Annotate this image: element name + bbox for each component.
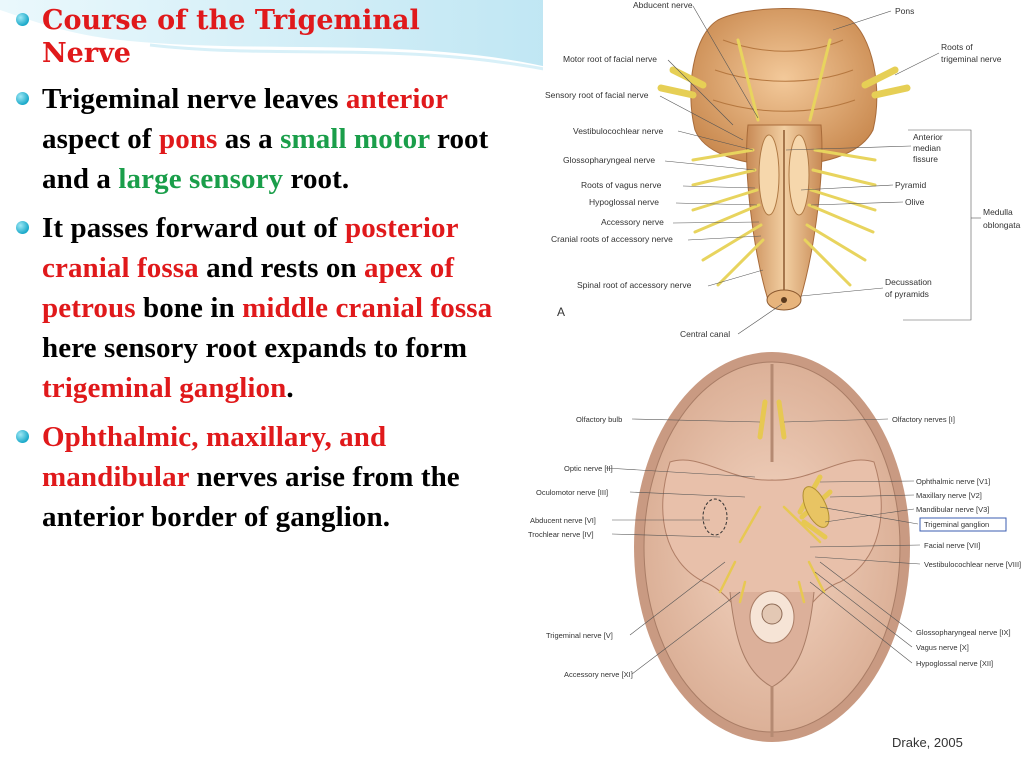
panel-letter: A — [557, 305, 565, 319]
label-accessory-nerve-xi: Accessory nerve [XI] — [564, 670, 633, 679]
bullet-branches: Ophthalmic, maxillary, and mandibular ne… — [14, 417, 514, 537]
figure-credit: Drake, 2005 — [892, 735, 963, 750]
label-central-canal: Central canal — [680, 329, 730, 339]
highlight-large-sensory: large sensory — [118, 163, 284, 195]
highlight-trigeminal-ganglion: trigeminal ganglion — [42, 372, 287, 404]
brainstem-figure: Abducent nerve Motor root of facial nerv… — [543, 0, 1024, 342]
text-run: It passes forward out of — [42, 212, 345, 244]
label-roots-trigeminal-2: trigeminal nerve — [941, 54, 1002, 64]
label-motor-root-facial: Motor root of facial nerve — [563, 54, 657, 64]
brainstem-illustration: Abducent nerve Motor root of facial nerv… — [545, 0, 1021, 339]
label-oculomotor-nerve: Oculomotor nerve [III] — [536, 488, 608, 497]
label-vagus-nerve: Vagus nerve [X] — [916, 643, 969, 652]
text-run: root. — [283, 163, 350, 195]
label-cranial-roots-accessory: Cranial roots of accessory nerve — [551, 234, 673, 244]
label-accessory: Accessory nerve — [601, 217, 664, 227]
label-pyramid: Pyramid — [895, 180, 926, 190]
label-anterior-median-2: median — [913, 143, 941, 153]
label-trigeminal-ganglion: Trigeminal ganglion — [924, 520, 989, 529]
text-run: root and a — [42, 123, 489, 195]
label-spinal-root-accessory: Spinal root of accessory nerve — [577, 280, 692, 290]
label-glossopharyngeal: Glossopharyngeal nerve — [563, 155, 655, 165]
label-optic-nerve: Optic nerve [II] — [564, 464, 613, 473]
label-anterior-median-3: fissure — [913, 154, 938, 164]
label-roots-vagus: Roots of vagus nerve — [581, 180, 662, 190]
label-sensory-root-facial: Sensory root of facial nerve — [545, 90, 649, 100]
label-vestibulocochlear: Vestibulocochlear nerve — [573, 126, 664, 136]
label-abducent-nerve-vi: Abducent nerve [VI] — [530, 516, 596, 525]
label-roots-trigeminal-1: Roots of — [941, 42, 973, 52]
cranial-base-illustration: Olfactory bulb Optic nerve [II] Oculomot… — [528, 352, 1021, 750]
text-run: nerves arise from the anterior border of… — [42, 461, 460, 533]
label-maxillary-nerve: Maxillary nerve [V2] — [916, 491, 982, 500]
slide-text-column: Course of the Trigeminal Nerve Trigemina… — [14, 4, 514, 537]
label-decussation-2: of pyramids — [885, 289, 929, 299]
highlight-pons: pons — [158, 123, 218, 155]
label-olfactory-bulb: Olfactory bulb — [576, 415, 622, 424]
label-vestibulocochlear-nerve: Vestibulocochlear nerve [VIII] — [924, 560, 1021, 569]
label-trigeminal-nerve: Trigeminal nerve [V] — [546, 631, 613, 640]
highlight-middle-cranial-fossa: middle cranial fossa — [242, 292, 493, 324]
cranial-base-figure: Olfactory bulb Optic nerve [II] Oculomot… — [520, 342, 1024, 768]
text-run: bone in — [135, 292, 243, 324]
label-pons: Pons — [895, 6, 914, 16]
label-medulla-2: oblongata — [983, 220, 1021, 230]
highlight-small-motor: small motor — [280, 123, 430, 155]
highlight-anterior: anterior — [345, 83, 448, 115]
label-abducent-nerve: Abducent nerve — [633, 0, 693, 10]
trigeminal-ganglion-highlight-box — [919, 517, 1007, 532]
label-trochlear-nerve: Trochlear nerve [IV] — [528, 530, 594, 539]
text-run: here sensory root expands to form — [42, 332, 468, 364]
text-run: aspect of — [42, 123, 159, 155]
label-olfactory-nerves: Olfactory nerves [I] — [892, 415, 955, 424]
highlight-apex-of-petrous: apex of petrous — [42, 252, 455, 324]
highlight-branches: Ophthalmic, maxillary, and mandibular — [42, 421, 387, 493]
label-facial-nerve: Facial nerve [VII] — [924, 541, 980, 550]
text-run: Trigeminal nerve leaves — [42, 83, 346, 115]
label-mandibular-nerve: Mandibular nerve [V3] — [916, 505, 989, 514]
text-run: and rests on — [198, 252, 364, 284]
bullet-passes-forward: It passes forward out of posterior crani… — [14, 208, 514, 408]
highlight-posterior-cranial-fossa: posterior cranial fossa — [42, 212, 459, 284]
header-swoosh-decoration — [0, 0, 560, 74]
label-glossopharyngeal-nerve: Glossopharyngeal nerve [IX] — [916, 628, 1011, 637]
label-anterior-median-1: Anterior — [913, 132, 943, 142]
label-hypoglossal: Hypoglossal nerve — [589, 197, 659, 207]
label-hypoglossal-nerve: Hypoglossal nerve [XII] — [916, 659, 993, 668]
label-medulla-1: Medulla — [983, 207, 1013, 217]
label-olive: Olive — [905, 197, 925, 207]
bullet-leaves-pons: Trigeminal nerve leaves anterior aspect … — [14, 79, 514, 199]
label-ophthalmic-nerve: Ophthalmic nerve [V1] — [916, 477, 990, 486]
label-decussation-1: Decussation — [885, 277, 932, 287]
slide-title: Course of the Trigeminal Nerve — [14, 4, 514, 70]
text-run: . — [286, 372, 294, 404]
text-run: as a — [217, 123, 281, 155]
